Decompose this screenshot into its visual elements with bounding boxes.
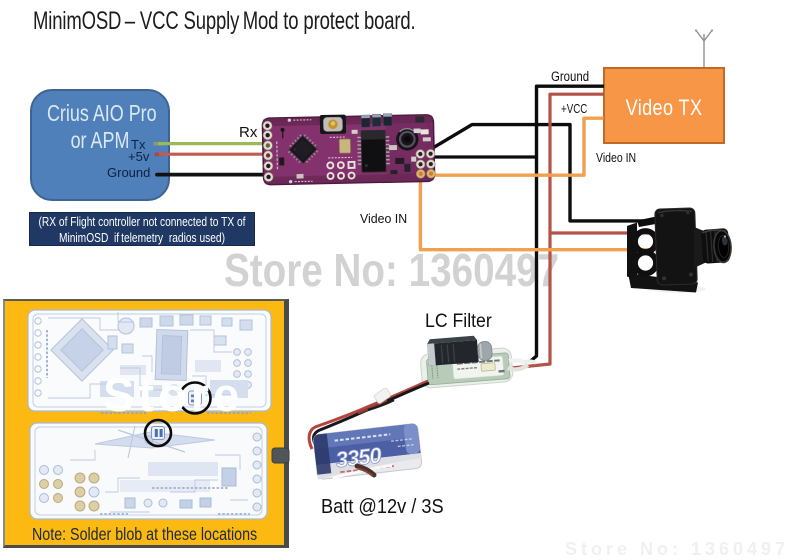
svg-text:Store: Store xyxy=(103,368,243,421)
